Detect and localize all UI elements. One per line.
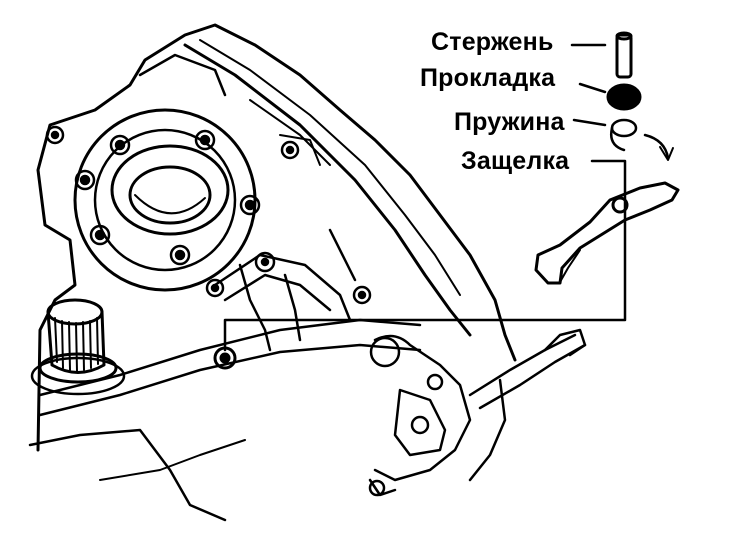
lower-rail-bottom [38,343,422,417]
flange-edge-inner [199,39,461,296]
side-rib [279,134,321,166]
gasket-part [606,83,642,111]
bearing-flange-mid [93,128,237,272]
bottom-edge [99,439,246,481]
latch-install-point [213,346,237,370]
housing-outline [36,23,517,452]
label-gasket: Прокладка [420,64,556,92]
label-latch: Защелка [461,147,570,175]
latch-part [534,181,680,285]
shift-fork-assembly [368,328,587,497]
flange-edge [183,43,472,337]
output-shaft [30,298,126,396]
flange-bolts [45,125,300,266]
top-rib [138,53,227,97]
label-rod: Стержень [431,28,554,56]
leader-line-spring [572,118,607,127]
bearing-bore-outer [110,144,230,236]
lower-lip [28,428,227,522]
spring-part [610,118,674,161]
label-spring: Пружина [454,108,565,136]
rod-part [615,31,633,79]
leader-line-latch [223,159,627,352]
bearing-flange-outer [73,108,257,292]
bearing-bore-inner [128,165,212,225]
shift-mechanism [205,228,372,352]
top-rib-2 [249,99,331,166]
leader-line-gasket [578,82,607,94]
bore-shadow [134,194,206,215]
